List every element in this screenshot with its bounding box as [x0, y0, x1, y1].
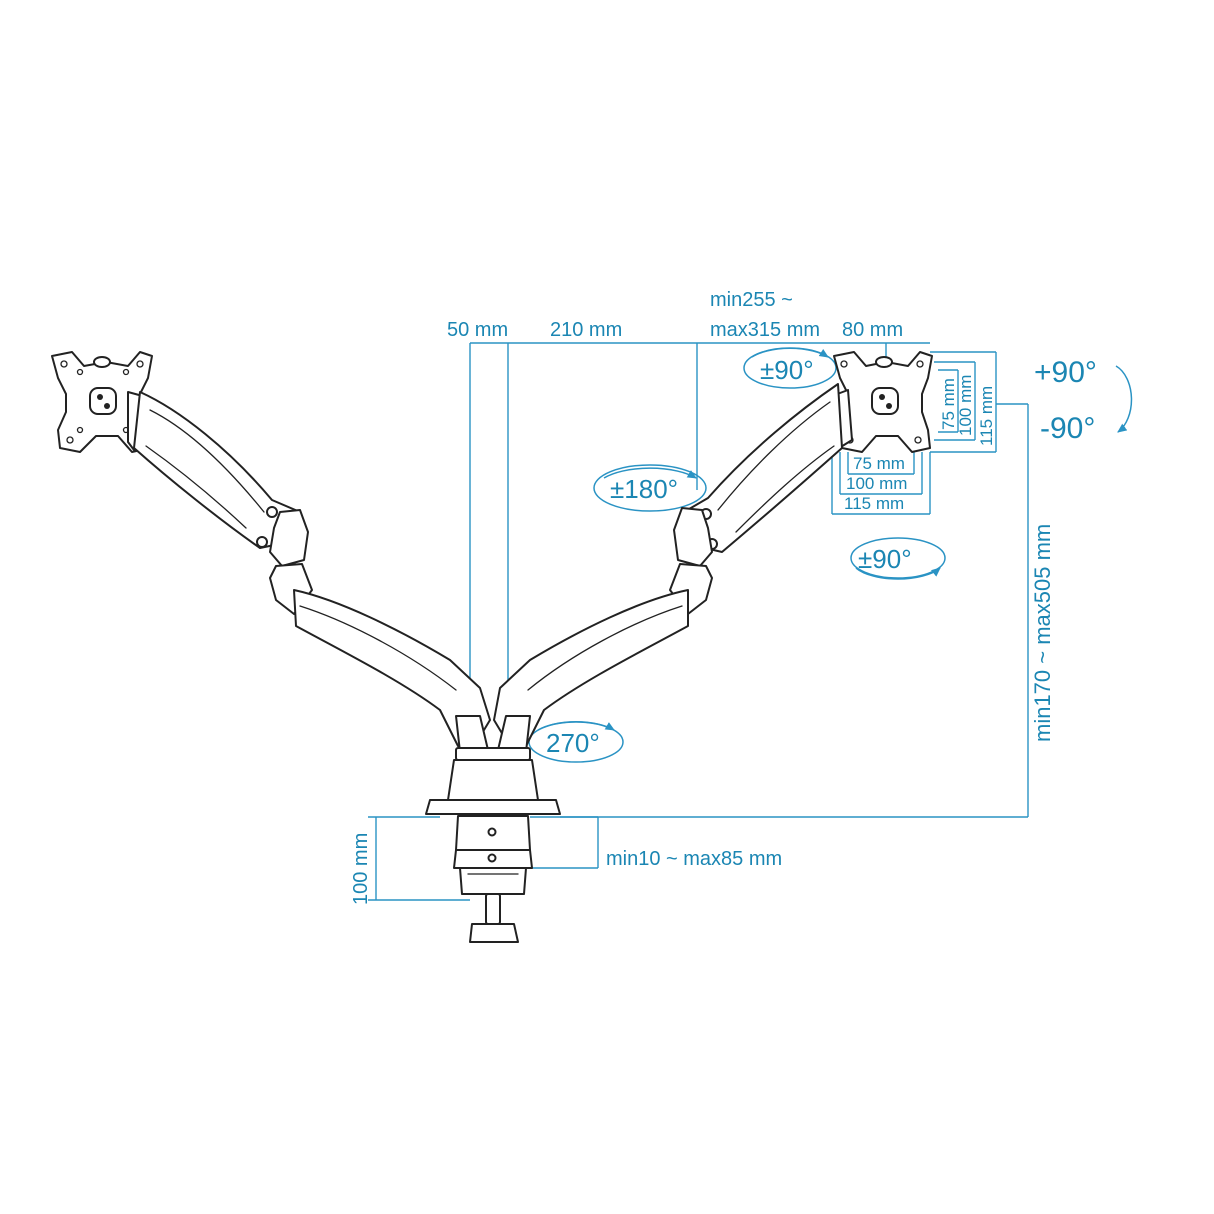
label-height-range: min170 ~ max505 mm — [1030, 524, 1055, 742]
base-and-clamp — [425, 715, 561, 943]
label-clamp-height: 100 mm — [350, 833, 372, 905]
label-reach-line2: max315 mm — [710, 319, 820, 341]
label-desk-thickness: min10 ~ max85 mm — [606, 848, 782, 870]
dimension-labels: 50 mm 210 mm min255 ~ max315 mm 80 mm 75… — [350, 289, 1055, 905]
label-offset-80: 80 mm — [842, 319, 903, 341]
label-rotate-minus: -90° — [1040, 412, 1095, 445]
dimension-lines — [368, 342, 1029, 901]
label-vesa-h-100: 100 mm — [846, 474, 907, 493]
label-offset-50: 50 mm — [447, 319, 508, 341]
label-tilt-top: ±90° — [760, 355, 814, 385]
label-vesa-v-75: 75 mm — [939, 378, 958, 430]
label-rotate-plus: +90° — [1034, 356, 1097, 389]
right-arm — [493, 351, 933, 747]
label-base-rotation: 270° — [546, 728, 600, 758]
label-vesa-h-75: 75 mm — [853, 454, 905, 473]
label-offset-210: 210 mm — [550, 319, 622, 341]
label-tilt-bottom: ±90° — [858, 544, 912, 574]
label-vesa-v-115: 115 mm — [977, 386, 996, 446]
rotation-labels: ±90° ±180° ±90° 270° +90° -90° — [546, 355, 1097, 758]
label-reach-line1: min255 ~ — [710, 289, 793, 311]
label-vesa-h-115: 115 mm — [844, 494, 904, 513]
label-swivel-arm: ±180° — [610, 474, 678, 504]
label-vesa-v-100: 100 mm — [956, 375, 975, 436]
left-arm — [51, 351, 491, 747]
